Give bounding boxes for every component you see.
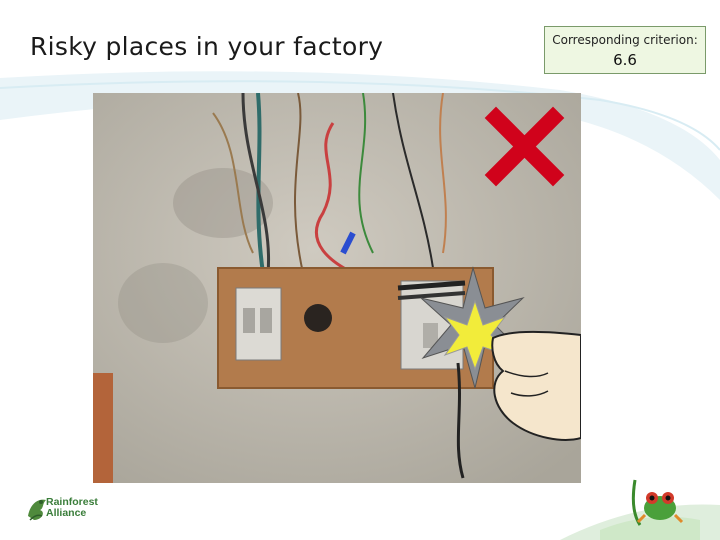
frog-icon xyxy=(600,479,700,540)
criterion-label: Corresponding criterion: xyxy=(552,33,698,47)
pointing-hand-icon xyxy=(491,331,581,441)
rainforest-alliance-logo xyxy=(28,499,46,521)
logo-line2: Alliance xyxy=(46,507,87,519)
criterion-value: 6.6 xyxy=(613,51,637,69)
electrical-panel-photo xyxy=(93,93,581,483)
danger-cross-icon xyxy=(484,106,565,187)
logo-text: Rainforest Alliance xyxy=(46,497,98,519)
logo-line1: Rainforest xyxy=(46,496,98,508)
slide-title: Risky places in your factory xyxy=(30,32,384,61)
criterion-box: Corresponding criterion: 6.6 xyxy=(544,26,706,74)
